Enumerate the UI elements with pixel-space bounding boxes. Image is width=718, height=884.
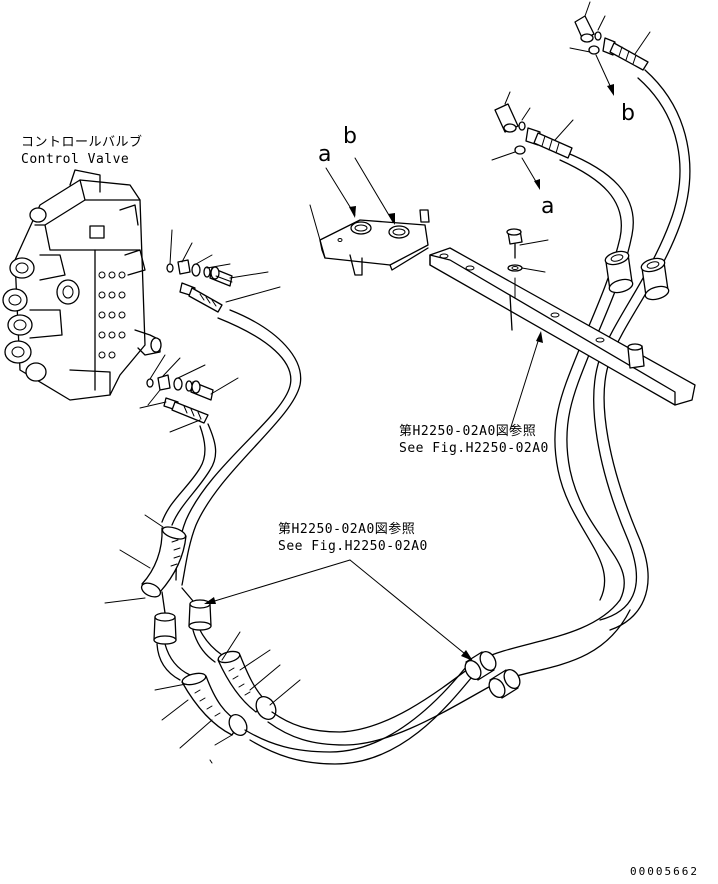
bracket-bar (429, 247, 696, 406)
bottom-hose (244, 599, 631, 765)
reference-caption-2-en: See Fig.H2250-02A0 (278, 539, 428, 554)
hose-couplers (153, 587, 223, 681)
upper-fitting-group (166, 229, 281, 313)
document-number: 00005662 (630, 865, 699, 878)
right-hose-couplers (604, 250, 670, 301)
fitting-a-upper (491, 91, 574, 190)
plate-arrows (325, 157, 395, 225)
elbow-fitting (104, 514, 187, 604)
control-valve (2, 169, 162, 401)
reference-caption-1-en: See Fig.H2250-02A0 (399, 441, 549, 456)
arrow-letter-a: a (541, 194, 555, 219)
callout-letter-a: a (318, 142, 332, 167)
lower-hose-segments (154, 631, 301, 764)
control-valve-label-jp: コントロールバルブ (21, 135, 143, 150)
bottom-right-couplers (464, 651, 521, 699)
arrow-letter-b: b (621, 101, 635, 126)
control-valve-label-en: Control Valve (21, 152, 130, 167)
clamp-plate (309, 204, 430, 276)
callout-letter-b: b (343, 124, 357, 149)
reference-leaders (204, 331, 543, 661)
fitting-b-top (569, 1, 651, 96)
lower-fitting-group (139, 354, 239, 433)
reference-caption-2-jp: 第H2250-02A0図参照 (278, 522, 416, 537)
bolt-and-washer (506, 228, 549, 299)
reference-caption-1-jp: 第H2250-02A0図参照 (399, 424, 537, 439)
